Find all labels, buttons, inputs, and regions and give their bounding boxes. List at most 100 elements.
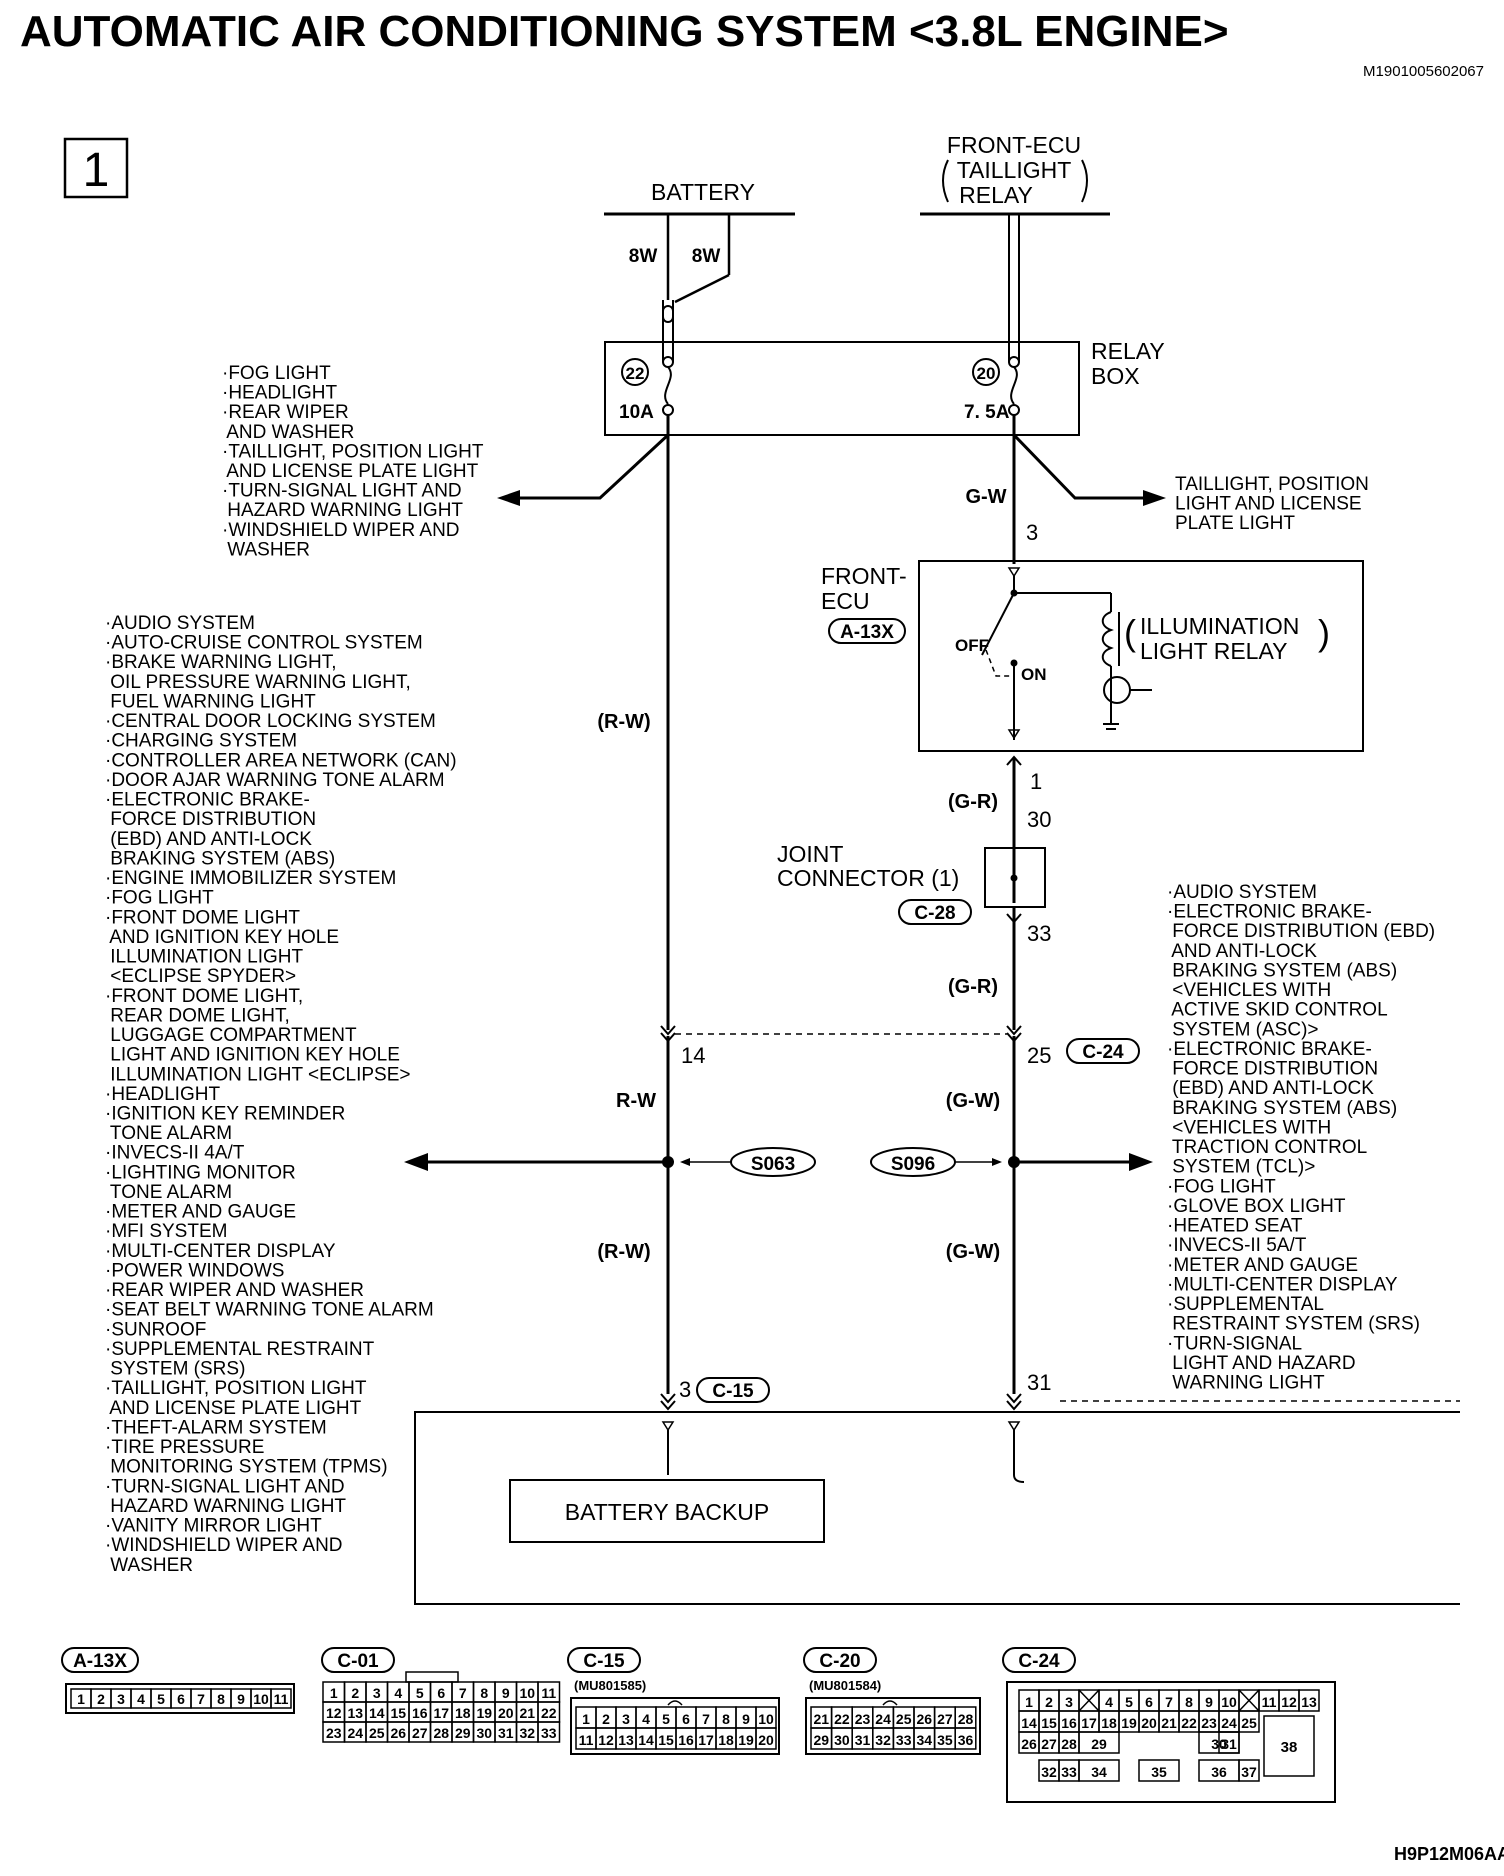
connector-chevron: [1006, 1400, 1022, 1411]
front-ecu-box: [918, 560, 1364, 752]
connector-tag-c24-label: C-24: [1082, 1042, 1124, 1063]
destination-item: ·GLOVE BOX LIGHT: [1167, 1196, 1346, 1217]
destination-item: ·THEFT-ALARM SYSTEM: [105, 1417, 327, 1438]
destination-item: TRACTION CONTROL: [1167, 1137, 1367, 1158]
destination-item: ACTIVE SKID CONTROL: [1167, 1000, 1388, 1021]
destination-item: ·SUNROOF: [105, 1319, 206, 1340]
connector-pin-cell: [954, 1727, 977, 1750]
connector-pin-number: 8: [217, 1691, 225, 1707]
connector-pin-number: 22: [541, 1705, 557, 1721]
destination-item: ·REAR WIPER: [222, 402, 349, 423]
relay-switch-arm: [981, 592, 1015, 656]
bracket-right: [1081, 159, 1088, 203]
connector-pin-number: 1: [1025, 1694, 1033, 1710]
splice-pointer-head: [992, 1158, 1002, 1166]
connector-pin-number: 5: [416, 1685, 424, 1701]
connector-chevron: [660, 1032, 676, 1043]
connector-pin-number: 31: [1221, 1736, 1237, 1752]
connector-pin-number: 33: [896, 1732, 912, 1748]
destination-item: ·TURN-SIGNAL LIGHT AND: [222, 481, 462, 502]
destination-item: ·DOOR AJAR WARNING TONE ALARM: [105, 770, 445, 791]
wire-color-label: (G-R): [948, 791, 998, 813]
connector-tag-c28-label: C-28: [914, 903, 955, 924]
pin-number: 30: [1027, 807, 1051, 832]
destination-item: ·FOG LIGHT: [105, 888, 214, 909]
connector-outline: [570, 1697, 780, 1755]
connector-pin-number: 33: [541, 1725, 557, 1741]
destination-item: ·HEATED SEAT: [1167, 1216, 1303, 1237]
relay-box: [604, 341, 1080, 436]
destination-item: WASHER: [105, 1555, 193, 1576]
connector-pin-number: 19: [1121, 1715, 1137, 1731]
connector-pin-number: 14: [369, 1705, 385, 1721]
connector-pin-cell: [537, 1721, 561, 1743]
connector-outline: [805, 1697, 981, 1755]
connector-tag-a13x: [828, 618, 906, 644]
connector-latch: [667, 1700, 683, 1706]
connector-tag-a13x-label: A-13X: [840, 622, 894, 643]
connector-pin-number: 32: [875, 1732, 891, 1748]
destination-item: ·FRONT DOME LIGHT,: [105, 986, 303, 1007]
relay-bracket: ): [1318, 612, 1330, 653]
connector-pin-number: 36: [958, 1732, 974, 1748]
destination-item: ·VANITY MIRROR LIGHT: [105, 1516, 322, 1537]
connector-view-tag: [567, 1647, 641, 1673]
destination-item: <VEHICLES WITH: [1167, 980, 1331, 1001]
destination-item: OIL PRESSURE WARNING LIGHT,: [105, 672, 411, 693]
connector-pin-number: 17: [1081, 1715, 1097, 1731]
connector-part-number: (MU801585): [574, 1678, 646, 1693]
destination-item: LIGHT AND HAZARD: [1167, 1353, 1356, 1374]
connector-view-tag: [1002, 1647, 1076, 1673]
connector-pin-number: 11: [274, 1691, 289, 1707]
illumination-relay-label: ILLUMINATION: [1140, 613, 1299, 639]
connector-pin-number: 12: [326, 1705, 342, 1721]
connector-pin-number: 7: [1165, 1694, 1173, 1710]
connector-pin-number: 15: [1041, 1715, 1057, 1731]
connector-pin-number: 21: [1161, 1715, 1177, 1731]
connector-pin-number: 6: [682, 1711, 690, 1727]
connector-pin-number: 10: [253, 1691, 269, 1707]
fuse22-rating: 10A: [619, 402, 654, 423]
destination-item: WARNING LIGHT: [1167, 1373, 1325, 1394]
destination-item: AND ANTI-LOCK: [1167, 941, 1317, 962]
pin-number: 25: [1027, 1043, 1051, 1068]
pin-number: 33: [1027, 921, 1051, 946]
connector-pin-number: 21: [519, 1705, 535, 1721]
connector-pin-number: 24: [875, 1711, 891, 1727]
destination-item: ·TIRE PRESSURE: [105, 1437, 264, 1458]
switch-link-dashed: [985, 649, 1014, 677]
connector-pin-number: 1: [330, 1685, 338, 1701]
destination-item: ·ELECTRONIC BRAKE-: [105, 790, 310, 811]
battery-label: BATTERY: [651, 179, 755, 205]
pin-marker: [1007, 729, 1021, 740]
pin-number: 3: [679, 1377, 691, 1402]
connector-pin-number: 26: [917, 1711, 933, 1727]
destination-item: (EBD) AND ANTI-LOCK: [105, 829, 312, 850]
battery-wire: [674, 273, 730, 304]
connector-pin-number: 16: [412, 1705, 428, 1721]
connector-chevron: [1006, 1025, 1022, 1036]
destination-item: ·CONTROLLER AREA NETWORK (CAN): [105, 750, 457, 771]
connector-pin-number: 29: [455, 1725, 471, 1741]
connector-pin-number: 8: [480, 1685, 488, 1701]
fuse22-symbol: [664, 366, 672, 405]
destination-item: ·FOG LIGHT: [1167, 1176, 1276, 1197]
connector-latch: [882, 1700, 898, 1706]
destination-item: FORCE DISTRIBUTION: [1167, 1059, 1378, 1080]
connector-pin-number: 25: [369, 1725, 385, 1741]
connector-pin-number: 33: [1061, 1764, 1077, 1780]
connector-pin-number: 15: [390, 1705, 406, 1721]
wire-color-label: (G-R): [948, 976, 998, 998]
branch-arrow-right: [1143, 490, 1166, 506]
connector-pin-number: 35: [937, 1732, 953, 1748]
destination-item: ·ELECTRONIC BRAKE-: [1167, 902, 1372, 923]
fuse20-branch-wire: [1012, 433, 1145, 500]
destination-item: RESTRAINT SYSTEM (SRS): [1167, 1314, 1420, 1335]
destination-item: ·HEADLIGHT: [105, 1084, 220, 1105]
connector-pin-number: 11: [541, 1685, 556, 1701]
connector-pin-number: 20: [758, 1732, 774, 1748]
destination-item: SYSTEM (SRS): [105, 1359, 245, 1380]
connector-pin-number: 7: [459, 1685, 467, 1701]
connector-chevron: [660, 1393, 676, 1404]
